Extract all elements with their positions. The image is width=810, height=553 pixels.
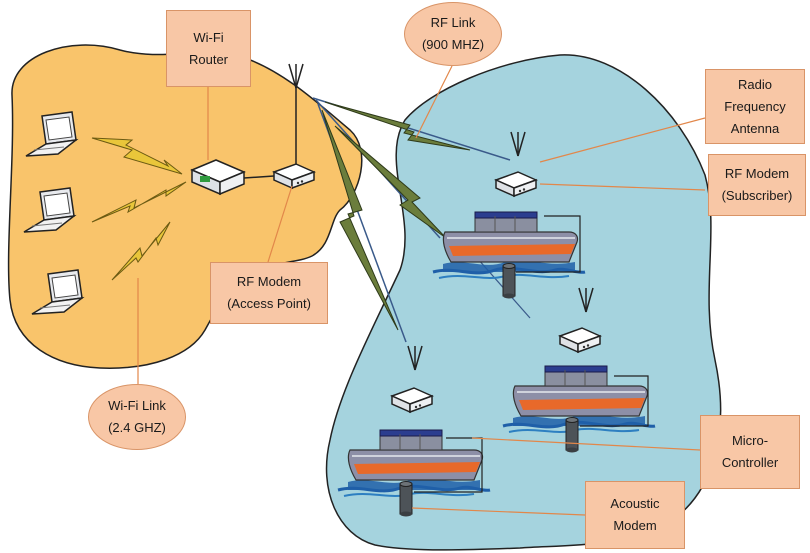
rf-link-bolt	[321, 109, 399, 331]
rf-link-bolt	[324, 101, 471, 151]
callout-leaders	[137, 65, 706, 516]
wifi-link-callout: Wi-Fi Link (2.4 GHZ)	[88, 384, 186, 450]
wifi-link-bolt	[91, 181, 187, 223]
acoustic-modem-callout: Acoustic Modem	[585, 481, 685, 549]
rf-modem-access-point-callout: RF Modem (Access Point)	[210, 262, 328, 324]
rf-link-callout: RF Link (900 MHZ)	[404, 2, 502, 66]
wifi-link-bolt	[111, 221, 171, 281]
acoustic-modem-icon	[565, 417, 579, 453]
rf-modem-subscriber-callout: RF Modem (Subscriber)	[708, 154, 806, 216]
wifi-router-callout: Wi-Fi Router	[166, 10, 251, 87]
wifi-link-bolt	[91, 137, 183, 175]
wifi-router-icon	[190, 159, 246, 196]
acoustic-modem-icon	[502, 263, 516, 299]
micro-controller-callout: Micro- Controller	[700, 415, 800, 489]
acoustic-modem-icon	[399, 481, 413, 517]
radio-antenna-callout: Radio Frequency Antenna	[705, 69, 805, 144]
